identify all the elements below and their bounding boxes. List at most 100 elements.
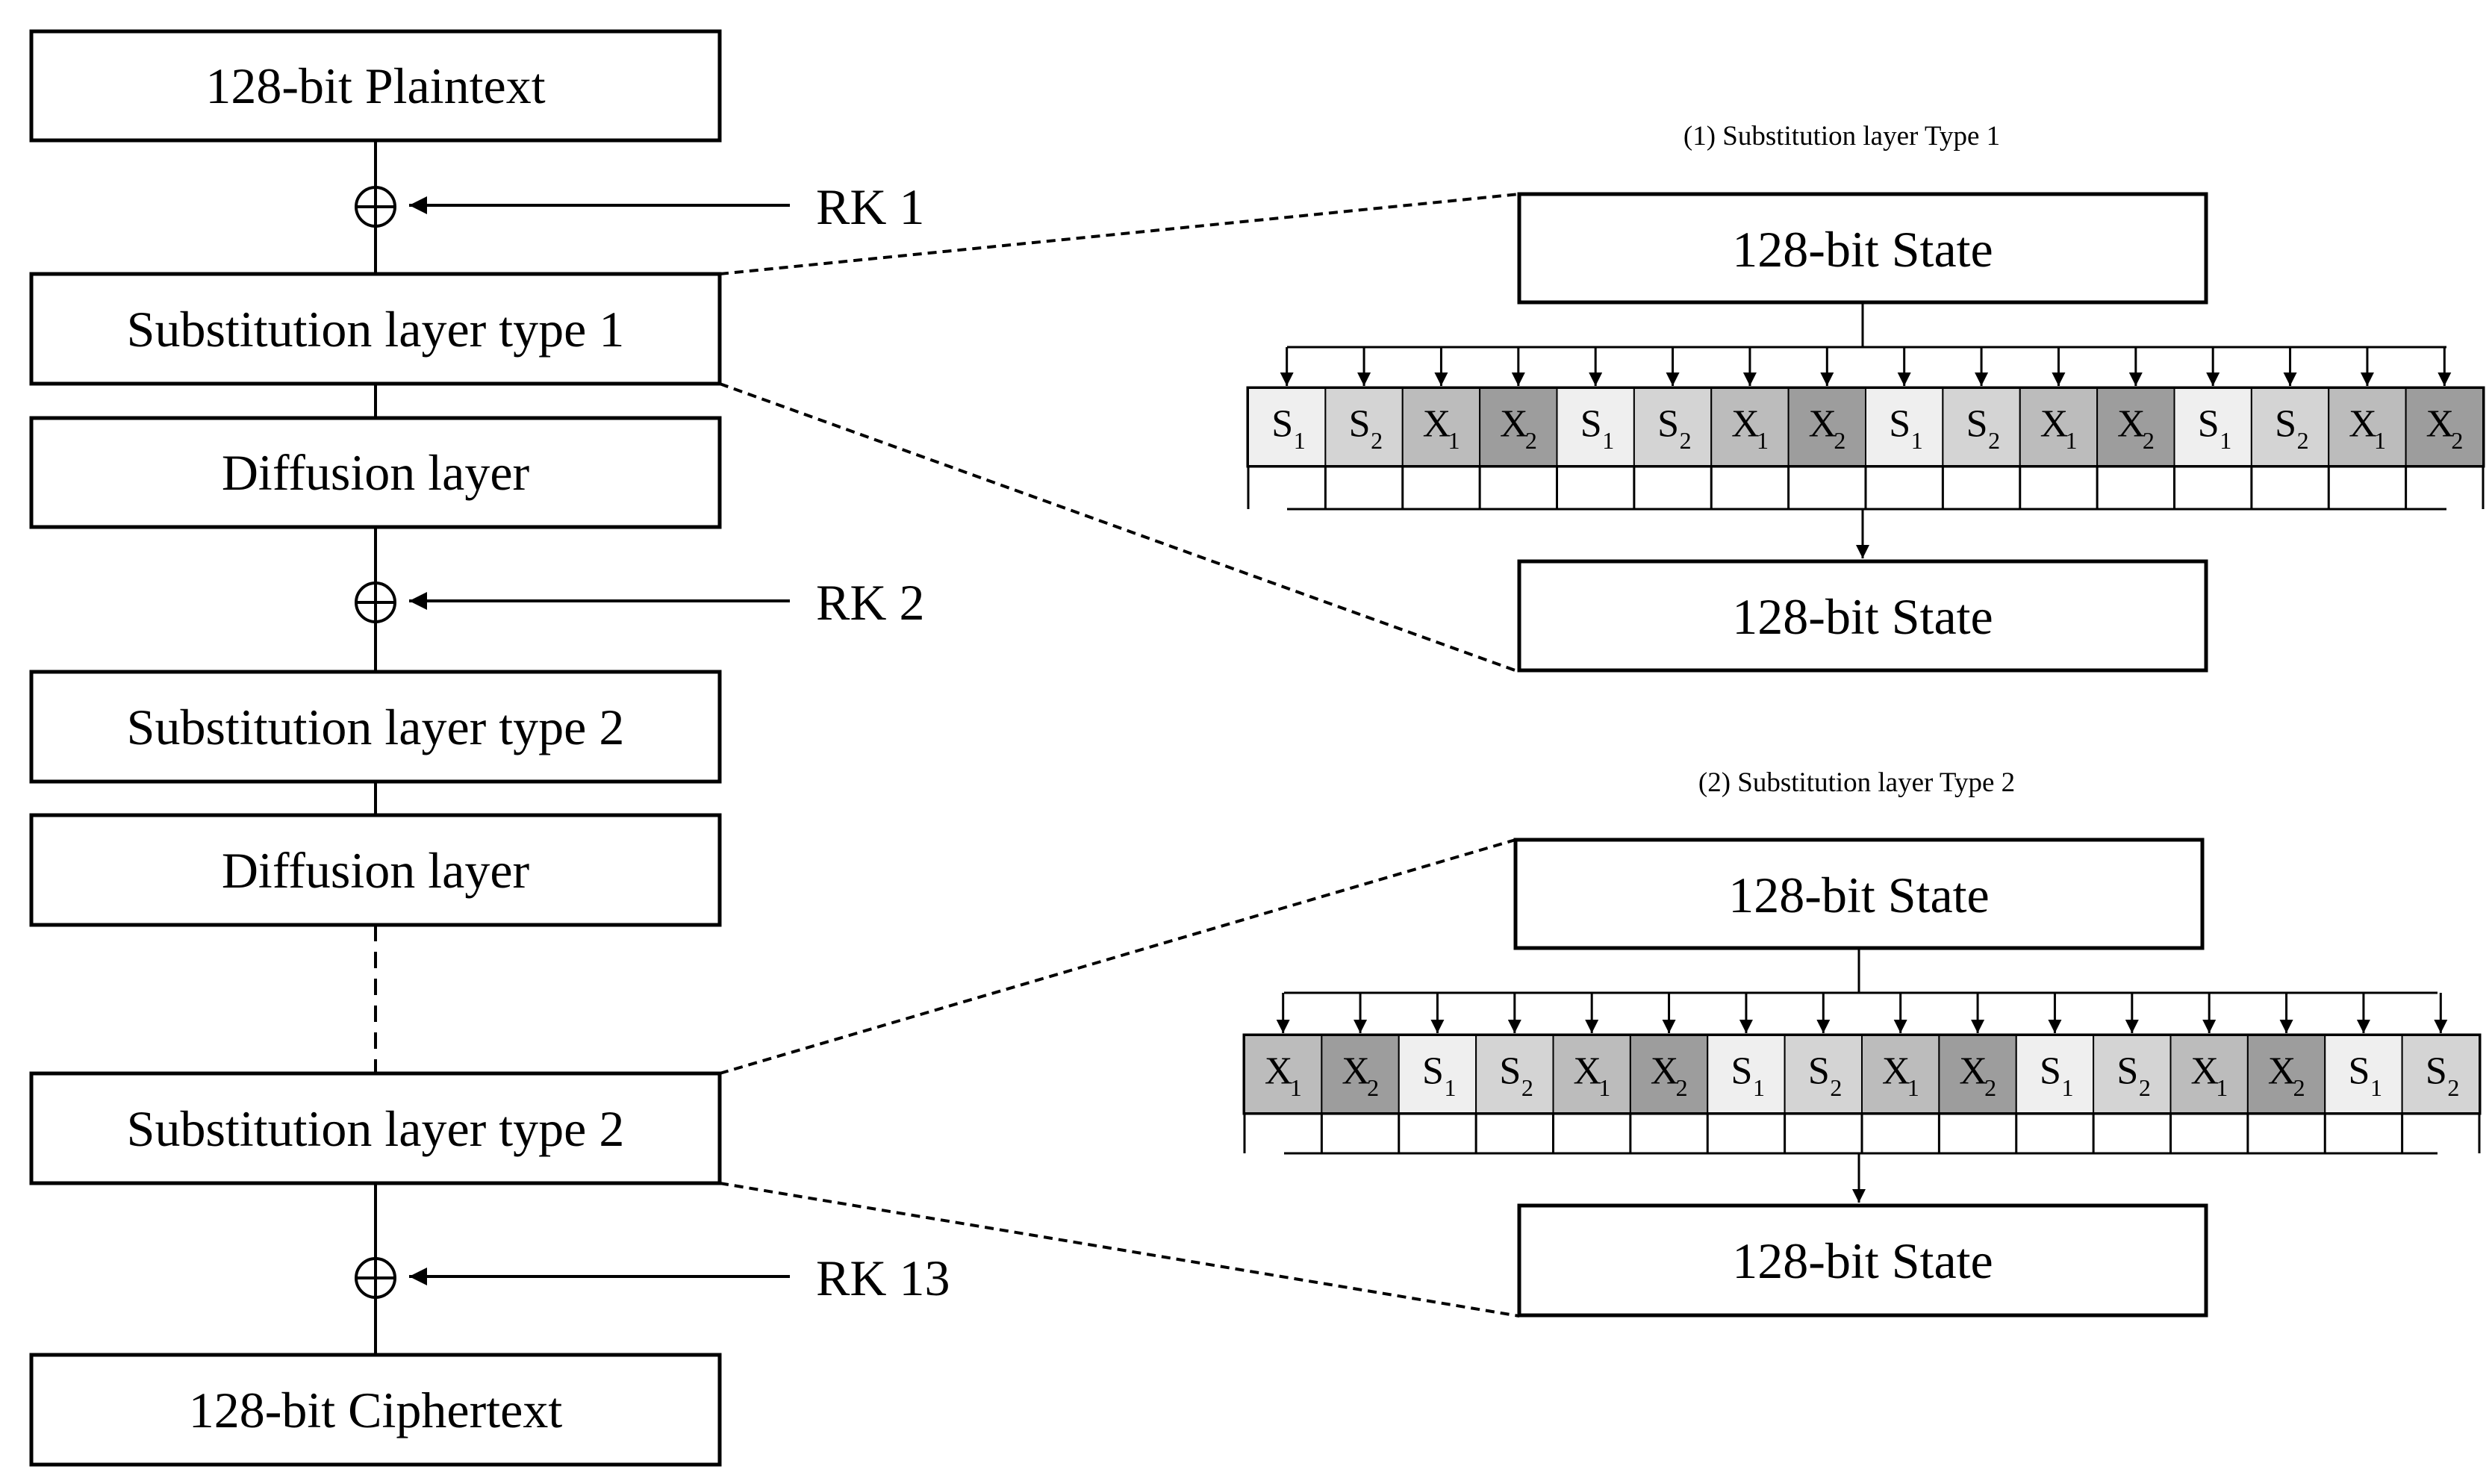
type1-cell-arrows bbox=[1280, 347, 2452, 386]
plaintext-box bbox=[29, 29, 722, 143]
type2-state-in-label: 128-bit State bbox=[1728, 867, 1989, 923]
type1-sbox-cell-subscript: 2 bbox=[2297, 427, 2309, 454]
type2-sbox-cell-subscript: 1 bbox=[1444, 1074, 1456, 1101]
type2-sbox-cell-subscript: 2 bbox=[1984, 1074, 1996, 1101]
sub-layer-type1-label: Substitution layer type 1 bbox=[127, 301, 625, 358]
xor-icon bbox=[355, 1257, 396, 1299]
type1-combine-lines bbox=[1247, 466, 2485, 509]
type2-sbox-cell-label: X bbox=[1265, 1050, 1293, 1092]
type2-sbox-cell-label: X bbox=[1959, 1050, 1987, 1092]
type2-sbox-cell-label: S bbox=[1499, 1050, 1521, 1092]
type2-state-out-label: 128-bit State bbox=[1732, 1232, 1993, 1289]
type2-sbox-cell-subscript: 2 bbox=[2447, 1074, 2459, 1101]
type1-caption: (1) Substitution layer Type 1 bbox=[1683, 121, 2000, 152]
type1-sbox-cell-label: X bbox=[1809, 402, 1837, 445]
type2-sbox-cell-label: S bbox=[1808, 1050, 1830, 1092]
type2-sbox-cell: X2 bbox=[2246, 1035, 2326, 1114]
type1-panel: (1) Substitution layer Type 1 128-bit St… bbox=[1246, 121, 2485, 673]
type1-sbox-cell: X2 bbox=[1479, 387, 1558, 467]
type1-sbox-cell-subscript: 1 bbox=[1602, 427, 1614, 454]
type2-sbox-cell-subscript: 2 bbox=[2139, 1074, 2151, 1101]
type2-sbox-cell: X1 bbox=[1244, 1035, 1323, 1114]
type1-sbox-cell-subscript: 2 bbox=[2143, 427, 2155, 454]
type2-sbox-cell-label: X bbox=[1651, 1050, 1679, 1092]
plaintext-label: 128-bit Plaintext bbox=[205, 57, 545, 114]
type1-sbox-cell-subscript: 1 bbox=[2220, 427, 2231, 454]
type1-sbox-cell: X1 bbox=[1401, 387, 1481, 467]
type2-panel: (2) Substitution layer Type 2 128-bit St… bbox=[1242, 767, 2482, 1318]
type1-state-out-box bbox=[1517, 559, 2208, 673]
type1-sbox-cell-subscript: 2 bbox=[1680, 427, 1692, 454]
type2-sbox-cell-label: X bbox=[2190, 1050, 2219, 1092]
type2-sbox-cell-label: S bbox=[1422, 1050, 1444, 1092]
zoom-line bbox=[719, 382, 1520, 673]
type1-sbox-cell: X1 bbox=[2019, 387, 2099, 467]
type2-sbox-cell-label: S bbox=[2116, 1050, 2138, 1092]
type1-sbox-cell-label: X bbox=[2040, 402, 2069, 445]
diffusion-layer-label-2: Diffusion layer bbox=[222, 842, 530, 899]
zoom-line bbox=[719, 838, 1516, 1075]
type2-caption: (2) Substitution layer Type 2 bbox=[1698, 767, 2015, 798]
type1-sbox-cell: X1 bbox=[2328, 387, 2407, 467]
type2-sbox-cell-subscript: 1 bbox=[1290, 1074, 1302, 1101]
type1-sbox-cell-label: S bbox=[1657, 402, 1679, 445]
type2-state-out-box bbox=[1517, 1203, 2208, 1318]
type1-state-in-label: 128-bit State bbox=[1732, 221, 1993, 278]
type2-sbox-cell: X2 bbox=[1321, 1035, 1400, 1114]
type2-sbox-cell: X1 bbox=[1552, 1035, 1631, 1114]
type1-sbox-cell-subscript: 2 bbox=[1525, 427, 1537, 454]
type1-sbox-cell: X2 bbox=[2405, 387, 2484, 467]
sub-layer-type2-box-1 bbox=[29, 670, 722, 784]
type1-sbox-cell-subscript: 2 bbox=[1834, 427, 1845, 454]
sub-layer-type2-label-2: Substitution layer type 2 bbox=[127, 1100, 625, 1157]
diffusion-layer-box-1 bbox=[29, 416, 722, 529]
type2-sbox-cell-label: X bbox=[1573, 1050, 1601, 1092]
type2-sbox-cell: X2 bbox=[1938, 1035, 2017, 1114]
type2-sbox-cell-subscript: 1 bbox=[2061, 1074, 2073, 1101]
ciphertext-box bbox=[29, 1353, 722, 1467]
type1-sbox-cell-label: S bbox=[1966, 402, 1988, 445]
type1-sbox-cell-subscript: 2 bbox=[1371, 427, 1383, 454]
type2-sbox-cell-label: S bbox=[1731, 1050, 1752, 1092]
sub-layer-type2-label-1: Substitution layer type 2 bbox=[127, 699, 625, 755]
type1-sbox-cell-subscript: 2 bbox=[2451, 427, 2463, 454]
type2-sbox-cell-subscript: 2 bbox=[1676, 1074, 1688, 1101]
type1-sbox-cell-label: X bbox=[2117, 402, 2146, 445]
type1-sbox-cell-label: S bbox=[1271, 402, 1293, 445]
type1-sbox-cell-label: S bbox=[2275, 402, 2296, 445]
type2-sbox-cell-subscript: 2 bbox=[1521, 1074, 1533, 1101]
type1-sbox-cell-subscript: 1 bbox=[2374, 427, 2386, 454]
type1-sbox-cell: X2 bbox=[1787, 387, 1866, 467]
type1-sbox-cell: X2 bbox=[2096, 387, 2175, 467]
type1-sbox-cell-label: X bbox=[1423, 402, 1451, 445]
type2-sbox-cell: X1 bbox=[1861, 1035, 1940, 1114]
type1-sbox-cell-subscript: 1 bbox=[1448, 427, 1460, 454]
xor-icon bbox=[355, 186, 396, 228]
type1-sbox-cell-label: X bbox=[2426, 402, 2455, 445]
type2-sbox-cell-label: X bbox=[1882, 1050, 1910, 1092]
type1-state-in-box bbox=[1517, 192, 2208, 305]
type2-sbox-cell-subscript: 1 bbox=[1598, 1074, 1610, 1101]
type2-sbox-cell-label: X bbox=[2268, 1050, 2296, 1092]
type1-sbox-cell-label: X bbox=[2349, 402, 2377, 445]
type2-combine-lines bbox=[1243, 1113, 2481, 1153]
type1-state-out-label: 128-bit State bbox=[1732, 588, 1993, 645]
type1-sbox-cell-label: S bbox=[1889, 402, 1910, 445]
type2-sbox-cell-label: S bbox=[2040, 1050, 2061, 1092]
round-key-label-2: RK 2 bbox=[816, 574, 924, 631]
type2-sbox-cell-subscript: 1 bbox=[1907, 1074, 1919, 1101]
type1-sbox-cell: X1 bbox=[1710, 387, 1789, 467]
